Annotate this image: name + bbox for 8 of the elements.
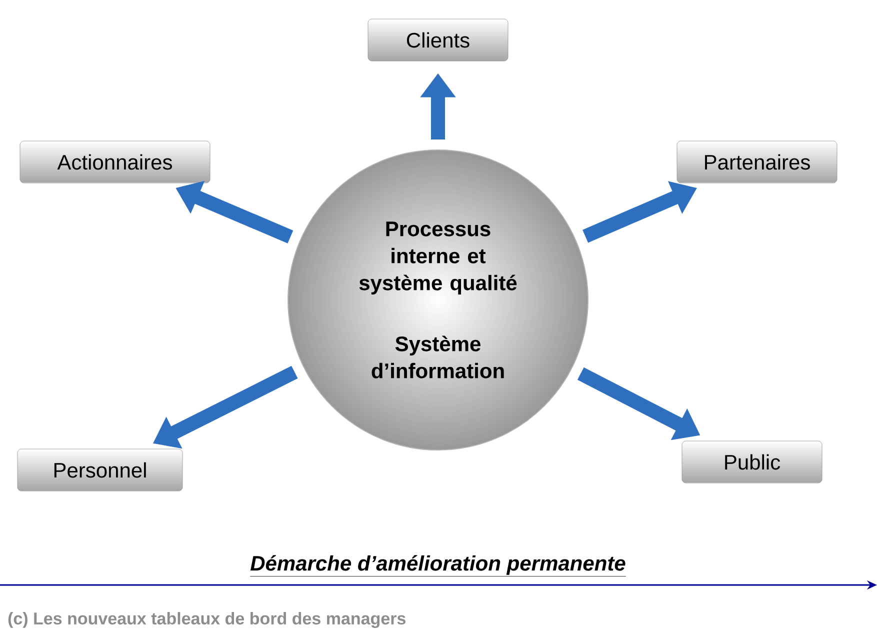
label-box: Actionnaires (20, 140, 210, 184)
label-box: Clients (368, 18, 508, 62)
copyright-note: (c) Les nouveaux tableaux de bord des managers (8, 612, 406, 628)
label-box: Personnel (17, 448, 183, 492)
circle-node: Processus interne et système qualité Système d’information (288, 150, 588, 450)
caption-text: Démarche d’amélioration permanente (250, 555, 626, 576)
label-box: Public (682, 440, 822, 484)
label-box: Partenaires (676, 140, 838, 184)
